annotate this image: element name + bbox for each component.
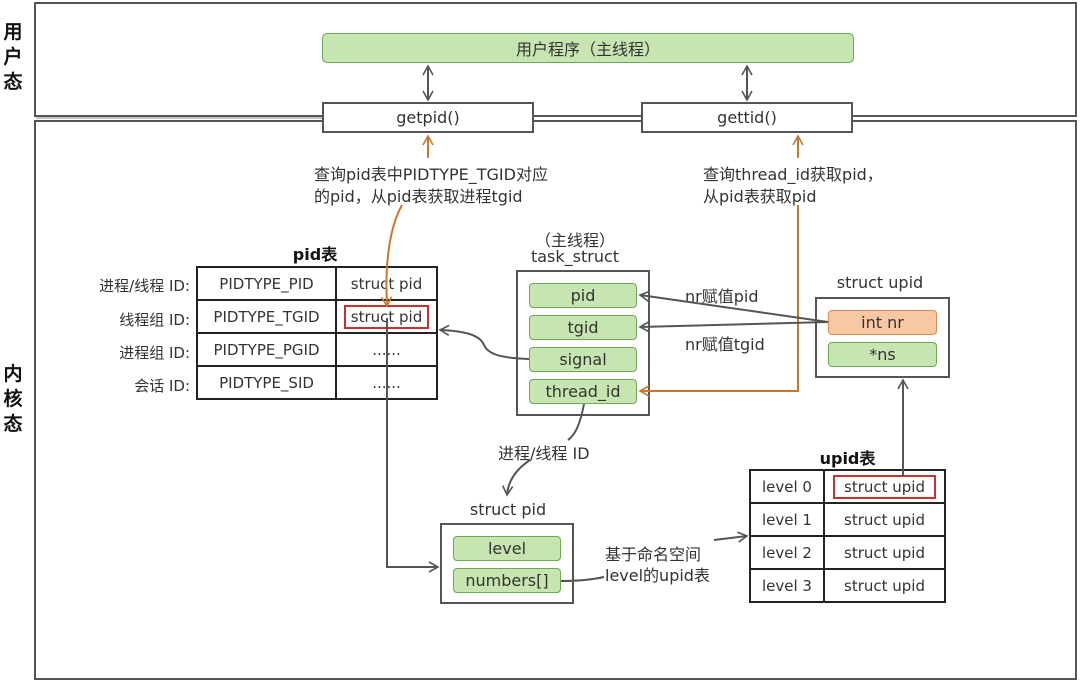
task-struct-title-line2: task_struct bbox=[530, 247, 620, 266]
upid-table: level 0 struct upid level 1 struct upid … bbox=[749, 469, 946, 603]
nr-to-tgid-label: nr赋值tgid bbox=[685, 335, 765, 354]
upid-table-row: level 0 struct upid bbox=[749, 469, 946, 504]
user-mode-label: 用户态 bbox=[3, 21, 23, 93]
pid-value-cell-highlighted: struct pid bbox=[335, 299, 438, 334]
struct-upid-title: struct upid bbox=[836, 273, 924, 292]
struct-pid-title: struct pid bbox=[469, 500, 547, 519]
pid-value-cell: ...... bbox=[335, 365, 438, 400]
level0-struct-upid-highlight: struct upid bbox=[833, 474, 936, 499]
upid-level-cell: level 1 bbox=[749, 502, 825, 537]
namespace-note-line1: 基于命名空间 bbox=[605, 545, 702, 564]
upid-level-cell: level 0 bbox=[749, 469, 825, 504]
upid-value-cell: struct upid bbox=[823, 568, 946, 603]
pid-table: PIDTYPE_PID struct pid PIDTYPE_TGID stru… bbox=[196, 266, 438, 400]
kernel-mode-label: 内核态 bbox=[3, 363, 23, 435]
upid-table-title: upid表 bbox=[819, 449, 876, 468]
pid-row-label-0: 进程/线程 ID: bbox=[99, 277, 190, 295]
pid-type-cell: PIDTYPE_PGID bbox=[196, 332, 337, 367]
task-field-thread-id: thread_id bbox=[529, 379, 637, 404]
upid-value-cell: struct upid bbox=[823, 502, 946, 537]
pid-type-cell: PIDTYPE_SID bbox=[196, 365, 337, 400]
gettid-box: gettid() bbox=[641, 102, 853, 133]
pid-type-cell: PIDTYPE_TGID bbox=[196, 299, 337, 334]
namespace-note-line2: level的upid表 bbox=[605, 566, 710, 585]
pid-row-label-3: 会话 ID: bbox=[134, 377, 190, 395]
upid-table-row: level 2 struct upid bbox=[749, 535, 946, 570]
nr-to-pid-label: nr赋值pid bbox=[685, 287, 759, 306]
upid-level-cell: level 2 bbox=[749, 535, 825, 570]
pid-value-cell: struct pid bbox=[335, 266, 438, 301]
pid-table-row: PIDTYPE_TGID struct pid bbox=[196, 299, 438, 334]
tgid-struct-pid-highlight: struct pid bbox=[343, 304, 430, 329]
gettid-note-line2: 从pid表获取pid bbox=[703, 187, 817, 206]
task-struct-title-line1: （主线程） bbox=[534, 231, 615, 250]
pid-row-label-1: 线程组 ID: bbox=[119, 311, 190, 329]
upid-table-row: level 3 struct upid bbox=[749, 568, 946, 603]
upid-field-int-nr: int nr bbox=[828, 310, 937, 335]
pid-row-label-2: 进程组 ID: bbox=[119, 344, 190, 362]
upid-value-cell: struct upid bbox=[823, 535, 946, 570]
gettid-note-line1: 查询thread_id获取pid， bbox=[703, 165, 883, 184]
pid-value-cell: ...... bbox=[335, 332, 438, 367]
upid-field-ns: *ns bbox=[828, 342, 937, 367]
struct-pid-field-level: level bbox=[453, 536, 561, 561]
upid-level-cell: level 3 bbox=[749, 568, 825, 603]
struct-pid-field-numbers: numbers[] bbox=[453, 568, 561, 593]
user-program-box: 用户程序（主线程） bbox=[322, 33, 854, 63]
task-field-tgid: tgid bbox=[529, 315, 637, 340]
task-field-pid: pid bbox=[529, 283, 637, 308]
pid-table-row: PIDTYPE_PID struct pid bbox=[196, 266, 438, 301]
pid-table-row: PIDTYPE_PGID ...... bbox=[196, 332, 438, 367]
upid-value-cell-highlighted: struct upid bbox=[823, 469, 946, 504]
getpid-note-line1: 查询pid表中PIDTYPE_TGID对应 bbox=[314, 165, 548, 184]
upid-table-row: level 1 struct upid bbox=[749, 502, 946, 537]
getpid-note-line2: 的pid，从pid表获取进程tgid bbox=[314, 187, 523, 206]
pid-type-cell: PIDTYPE_PID bbox=[196, 266, 337, 301]
process-thread-id-label: 进程/线程 ID bbox=[498, 444, 590, 463]
getpid-box: getpid() bbox=[322, 102, 534, 133]
pid-table-title: pid表 bbox=[292, 245, 338, 264]
task-field-signal: signal bbox=[529, 347, 637, 372]
pid-table-row: PIDTYPE_SID ...... bbox=[196, 365, 438, 400]
